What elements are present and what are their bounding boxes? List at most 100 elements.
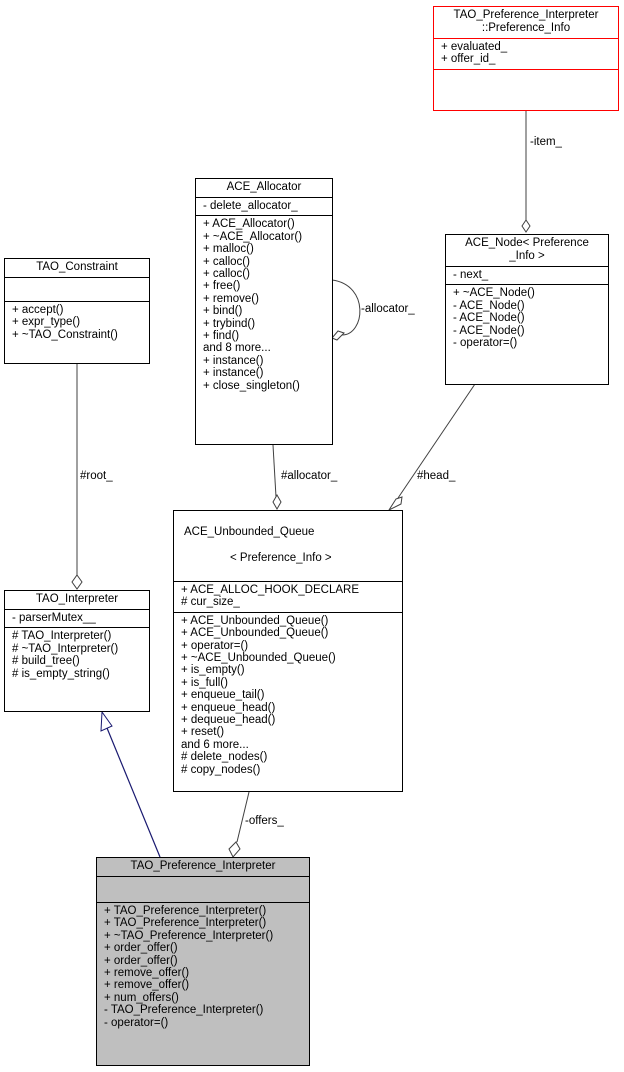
class-ace-node[interactable]: ACE_Node< Preference _Info > - next_ + ~…: [445, 234, 609, 385]
inheritance-arrow: [100, 710, 113, 732]
method: + bind(): [203, 305, 243, 318]
attributes-section: - next_: [446, 266, 608, 284]
edge-allocator-self: [331, 279, 361, 336]
method: + ~ACE_Node(): [453, 287, 535, 300]
attribute: - delete_allocator_: [203, 200, 298, 212]
edge-offers: [236, 791, 250, 843]
class-preference-info[interactable]: TAO_Preference_Interpreter ::Preference_…: [433, 6, 619, 111]
method: + reset(): [181, 726, 225, 739]
attributes-section: - delete_allocator_: [196, 197, 332, 215]
attributes-section: + evaluated_ + offer_id_: [434, 38, 618, 69]
method: # copy_nodes(): [181, 763, 261, 776]
method: - ACE_Node(): [453, 312, 525, 325]
method: + free(): [203, 280, 241, 293]
method: + is_full(): [181, 676, 228, 689]
diamond-allocator: [272, 493, 282, 511]
method: + expr_type(): [12, 316, 81, 329]
edge-label-allocator-self: -allocator_: [361, 303, 415, 315]
method: + instance(): [203, 354, 264, 367]
method: + ACE_Unbounded_Queue(): [181, 614, 329, 627]
methods-section: [434, 68, 618, 93]
method: # is_empty_string(): [12, 667, 110, 680]
method: + ~TAO_Preference_Interpreter(): [104, 929, 274, 942]
attributes-section: + ACE_ALLOC_HOOK_DECLARE # cur_size_: [174, 581, 402, 612]
method: + enqueue_head(): [181, 701, 276, 714]
class-name: ACE_Unbounded_Queue < Preference_Info >: [174, 511, 402, 581]
class-tao-interpreter[interactable]: TAO_Interpreter - parserMutex__ # TAO_In…: [4, 590, 150, 712]
attribute: # cur_size_: [181, 596, 240, 609]
method: + ~TAO_Constraint(): [12, 328, 118, 341]
method: + TAO_Preference_Interpreter(): [104, 917, 267, 930]
method: + find(): [203, 330, 240, 343]
edge-label-allocator: #allocator_: [281, 470, 338, 482]
method: # TAO_Interpreter(): [12, 630, 112, 643]
class-name: ACE_Allocator: [226, 181, 302, 193]
class-name-line: < Preference_Info >: [230, 552, 332, 564]
method: - operator=(): [104, 1016, 169, 1029]
method: - ACE_Node(): [453, 299, 525, 312]
diamond-head: [387, 496, 403, 512]
attributes-section: [5, 277, 149, 301]
method: + calloc(): [203, 268, 250, 281]
edge-label-root: #root_: [80, 470, 113, 482]
method: + instance(): [203, 367, 264, 380]
class-tao-preference-interpreter[interactable]: TAO_Preference_Interpreter + TAO_Prefere…: [96, 857, 310, 1066]
method: + dequeue_head(): [181, 714, 276, 727]
method: + ACE_Allocator(): [203, 218, 295, 231]
method: + ACE_Unbounded_Queue(): [181, 627, 329, 640]
attribute: + evaluated_: [441, 41, 508, 53]
method: + close_singleton(): [203, 379, 300, 392]
method: + enqueue_tail(): [181, 689, 265, 702]
method: + ~ACE_Unbounded_Queue(): [181, 652, 336, 665]
edge-label-item: -item_: [530, 136, 562, 148]
methods-section: # TAO_Interpreter()# ~TAO_Interpreter()#…: [5, 627, 149, 683]
class-name: TAO_Preference_Interpreter: [130, 860, 276, 872]
diamond-root: [71, 574, 83, 590]
method: and 8 more...: [203, 342, 271, 355]
method: + order_offer(): [104, 942, 178, 955]
method: + remove_offer(): [104, 967, 190, 980]
edge-head: [397, 383, 476, 499]
edge-allocator: [272, 444, 277, 498]
edge-inheritance: [106, 727, 161, 858]
method: # delete_nodes(): [181, 751, 268, 764]
method: + trybind(): [203, 317, 256, 330]
class-name: ACE_Node< Preference _Info >: [465, 237, 589, 262]
method: + order_offer(): [104, 954, 178, 967]
attribute: + offer_id_: [441, 53, 496, 66]
method: # ~TAO_Interpreter(): [12, 642, 119, 655]
class-name: TAO_Interpreter: [35, 593, 119, 605]
method: + calloc(): [203, 255, 250, 268]
class-tao-constraint[interactable]: TAO_Constraint + accept()+ expr_type()+ …: [4, 258, 150, 364]
method: - TAO_Preference_Interpreter(): [104, 1004, 264, 1017]
method: + malloc(): [203, 243, 254, 256]
diamond-offers: [228, 841, 241, 858]
method: + is_empty(): [181, 664, 245, 677]
method: + num_offers(): [104, 991, 179, 1004]
diamond-allocator-self: [331, 330, 345, 341]
method: + remove_offer(): [104, 979, 190, 992]
attributes-section: [97, 876, 309, 902]
methods-section: + ACE_Unbounded_Queue()+ ACE_Unbounded_Q…: [174, 611, 402, 779]
attribute: + ACE_ALLOC_HOOK_DECLARE: [181, 584, 360, 596]
class-ace-allocator[interactable]: ACE_Allocator - delete_allocator_ + ACE_…: [195, 178, 333, 445]
method: + operator=(): [181, 639, 249, 652]
class-name: TAO_Preference_Interpreter ::Preference_…: [453, 9, 599, 34]
methods-section: + ~ACE_Node()- ACE_Node()- ACE_Node()- A…: [446, 284, 608, 352]
method: + TAO_Preference_Interpreter(): [104, 905, 267, 917]
class-ace-unbounded-queue[interactable]: ACE_Unbounded_Queue < Preference_Info > …: [173, 510, 403, 792]
methods-section: + TAO_Preference_Interpreter()+ TAO_Pref…: [97, 902, 309, 1032]
class-name-line: ACE_Unbounded_Queue: [184, 526, 315, 538]
attributes-section: - parserMutex__: [5, 609, 149, 627]
method: - operator=(): [453, 337, 518, 350]
method: - ACE_Node(): [453, 324, 525, 337]
attribute: - parserMutex__: [12, 612, 96, 624]
class-name: TAO_Constraint: [36, 261, 118, 273]
attribute: - next_: [453, 269, 489, 281]
method: + ~ACE_Allocator(): [203, 230, 303, 243]
edge-label-head: #head_: [417, 470, 456, 482]
method: + remove(): [203, 292, 259, 305]
methods-section: + accept()+ expr_type()+ ~TAO_Constraint…: [5, 301, 149, 344]
method: + accept(): [12, 304, 64, 316]
method: # build_tree(): [12, 655, 80, 668]
